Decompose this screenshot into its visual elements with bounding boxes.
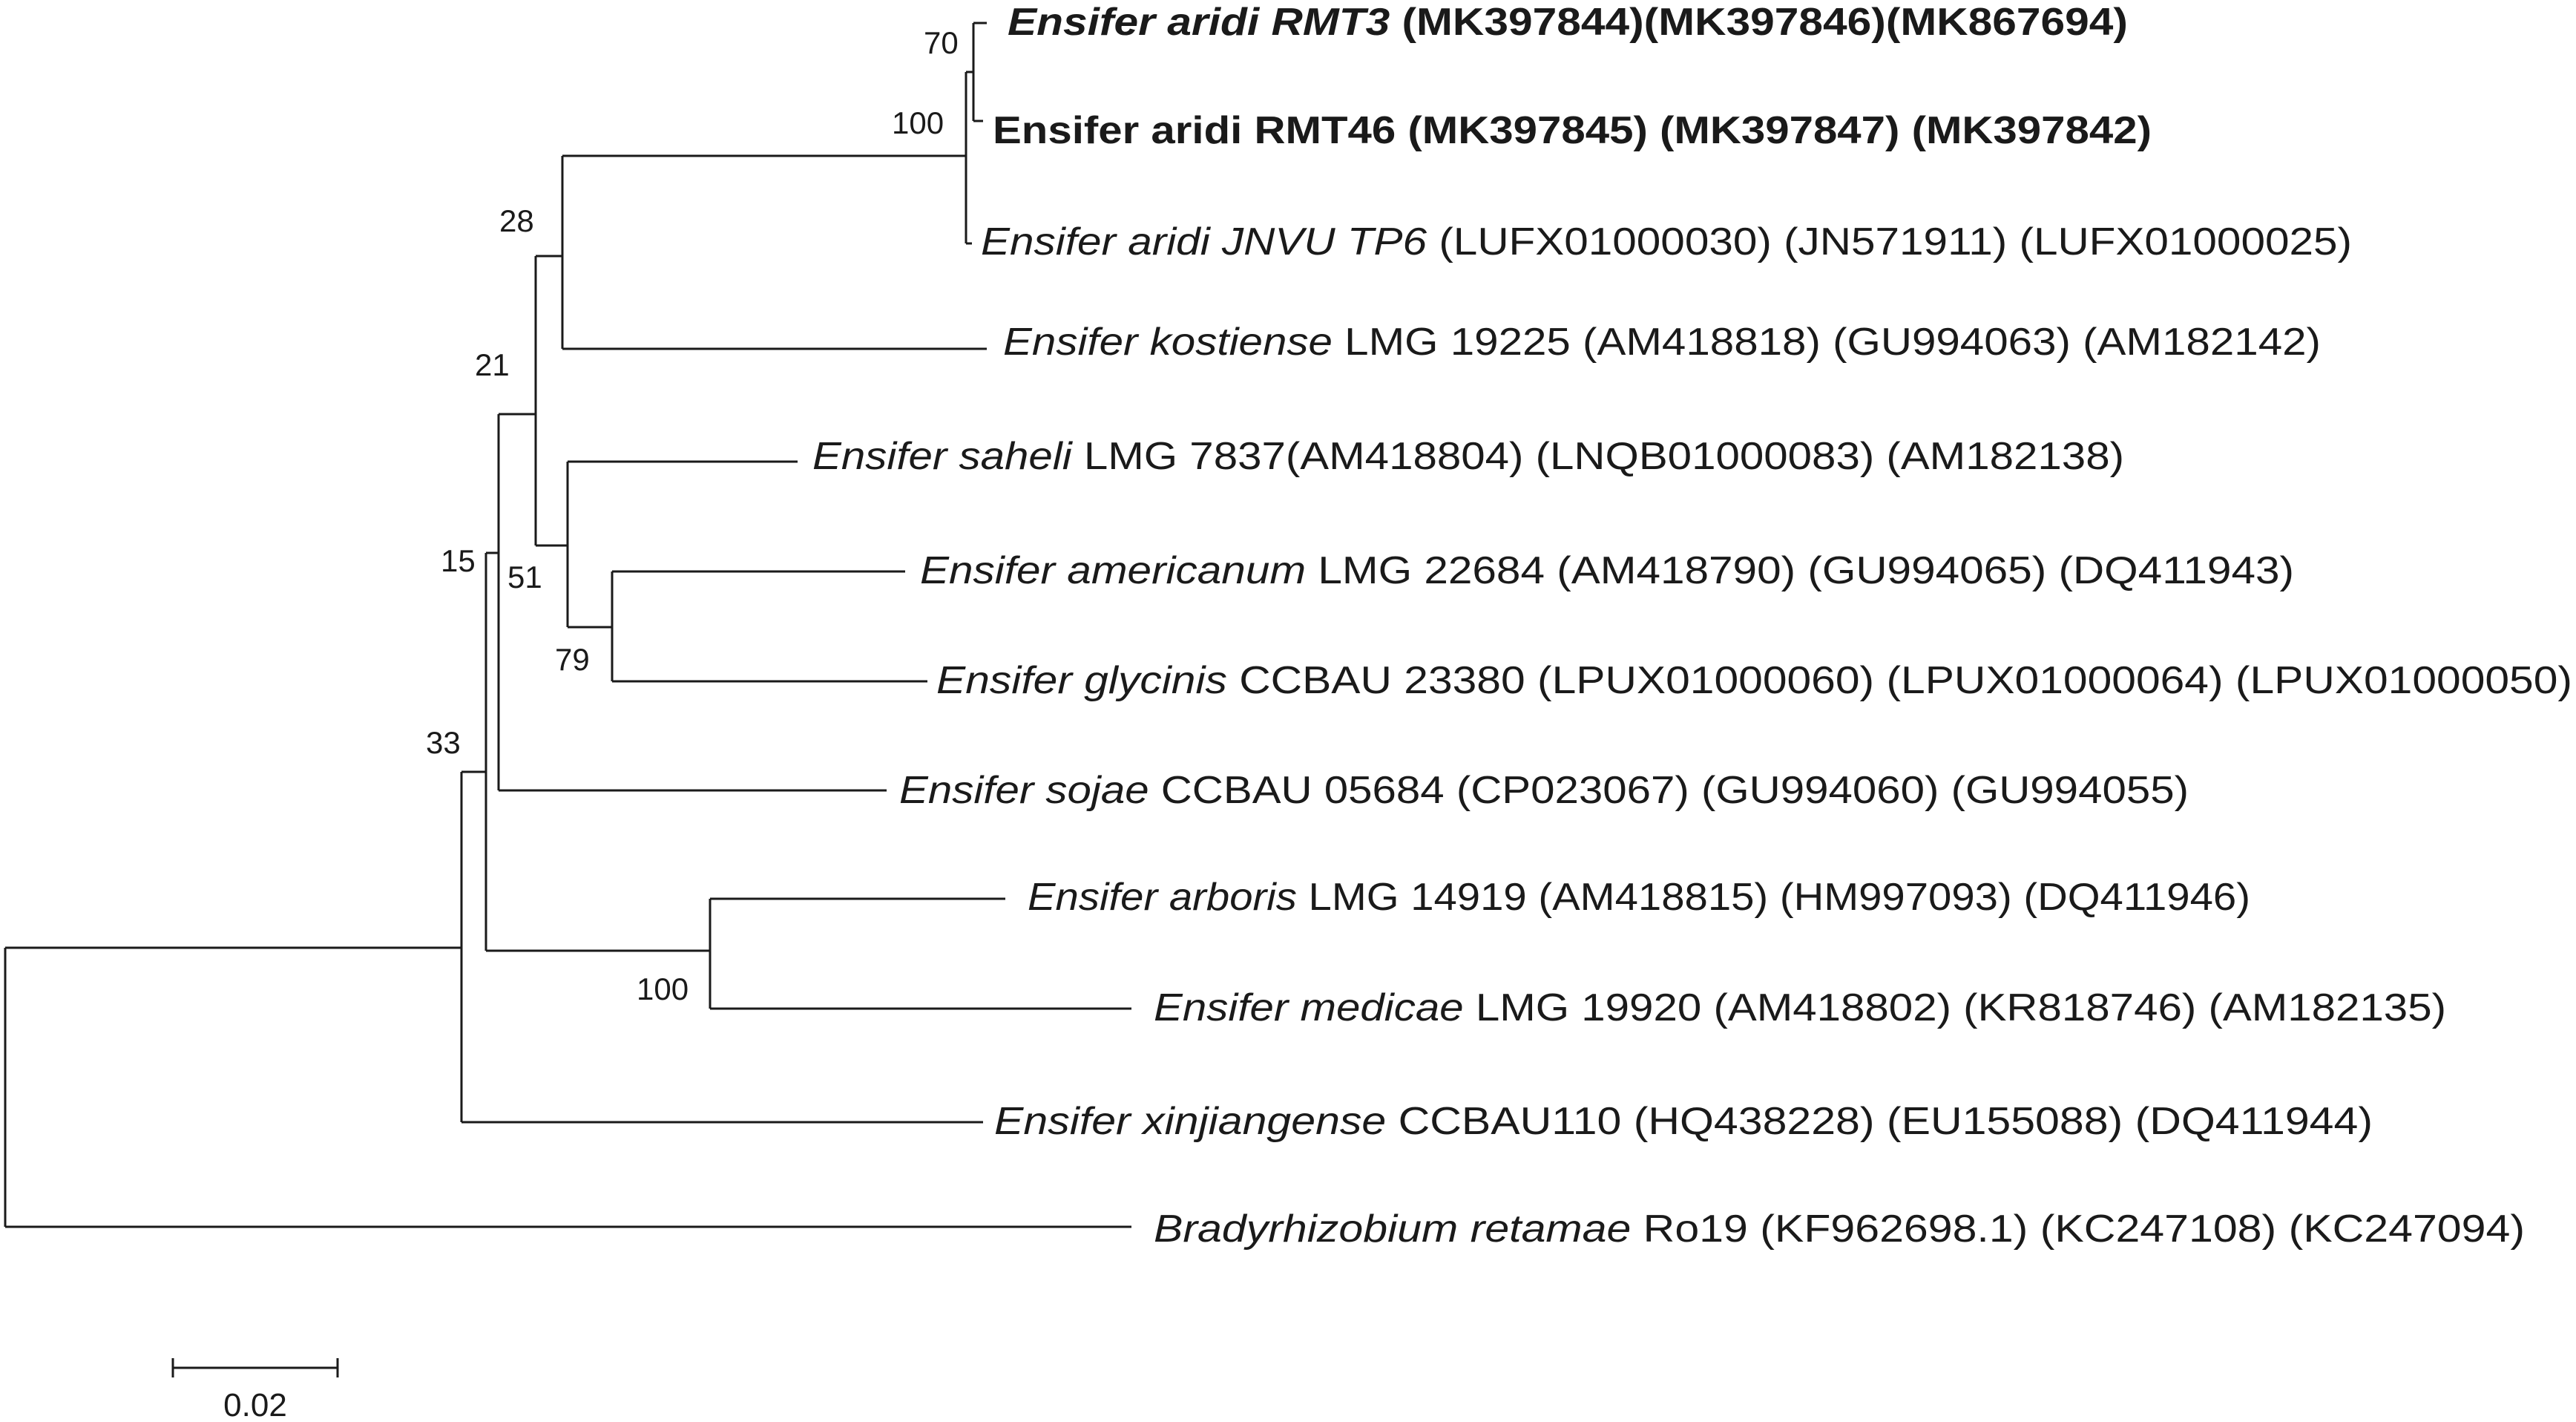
leaf-label-ensifer-americanum: Ensifer americanum LMG 22684 (AM418790) … [920, 549, 2294, 592]
bootstrap-node-aridi-kostiense: 28 [499, 203, 534, 238]
leaf-label-ensifer-arboris: Ensifer arboris LMG 14919 (AM418815) (HM… [1028, 876, 2250, 919]
leaf-label-ensifer-medicae: Ensifer medicae LMG 19920 (AM418802) (KR… [1154, 986, 2446, 1029]
scale-bar: 0.02 [171, 1358, 339, 1422]
bootstrap-node-arboris-medicae: 100 [637, 972, 689, 1006]
bootstrap-node-rmt3-rmt46: 70 [924, 25, 959, 60]
leaf-label-ensifer-saheli: Ensifer saheli LMG 7837(AM418804) (LNQB0… [812, 435, 2124, 478]
bootstrap-node-33: 33 [426, 725, 461, 760]
scale-bar-label: 0.02 [223, 1387, 287, 1422]
tree-branches [4, 22, 1131, 1228]
bootstrap-values: 70 100 28 21 51 79 15 33 100 [426, 25, 959, 1006]
leaf-label-ensifer-xinjiangense: Ensifer xinjiangense CCBAU110 (HQ438228)… [994, 1100, 2373, 1143]
leaf-labels: Ensifer aridi RMT3 (MK397844)(MK397846)(… [812, 1, 2572, 1251]
bootstrap-node-15: 15 [441, 543, 476, 578]
bootstrap-node-21: 21 [475, 347, 510, 382]
leaf-label-ensifer-sojae: Ensifer sojae CCBAU 05684 (CP023067) (GU… [899, 769, 2189, 812]
bootstrap-node-aridi: 100 [892, 105, 944, 140]
leaf-label-ensifer-glycinis: Ensifer glycinis CCBAU 23380 (LPUX010000… [936, 659, 2572, 702]
bootstrap-node-51: 51 [507, 560, 542, 594]
leaf-label-ensifer-kostiense: Ensifer kostiense LMG 19225 (AM418818) (… [1003, 321, 2321, 364]
leaf-label-ensifer-aridi-rmt3: Ensifer aridi RMT3 (MK397844)(MK397846)(… [1008, 1, 2128, 44]
leaf-label-ensifer-aridi-jnvu-tp6: Ensifer aridi JNVU TP6 (LUFX01000030) (J… [981, 220, 2352, 263]
leaf-label-ensifer-aridi-rmt46: Ensifer aridi RMT46 (MK397845) (MK397847… [993, 109, 2152, 152]
bootstrap-node-79: 79 [555, 642, 590, 677]
leaf-label-bradyrhizobium-retamae: Bradyrhizobium retamae Ro19 (KF962698.1)… [1154, 1208, 2525, 1251]
